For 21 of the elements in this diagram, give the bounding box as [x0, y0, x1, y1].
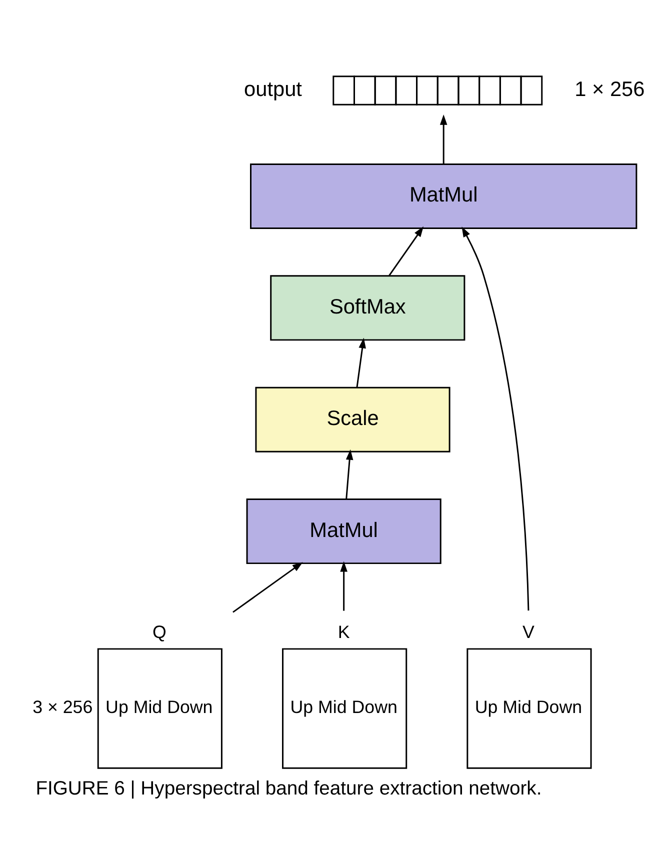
node-label: K	[338, 621, 350, 642]
arrow	[388, 226, 424, 276]
node-label: 1 × 256	[574, 78, 645, 101]
caption: FIGURE 6 | Hyperspectral band feature extraction network.	[36, 777, 542, 800]
node-box: Scale	[255, 386, 450, 452]
node-label: Q	[152, 621, 166, 642]
node-box: SoftMax	[270, 274, 466, 340]
node-box: Up Mid Down	[282, 648, 408, 768]
node-label: 3 × 256	[32, 696, 93, 717]
arrow	[356, 337, 366, 387]
node-label: output	[244, 78, 302, 101]
node-box: Up Mid Down	[466, 648, 592, 768]
node-box: MatMul	[250, 162, 638, 228]
node-box: MatMul	[246, 498, 442, 564]
arrow	[440, 114, 448, 164]
arrow	[346, 448, 354, 499]
node-label: V	[522, 621, 534, 642]
arrow	[232, 562, 303, 612]
arrow	[462, 226, 530, 610]
arrow	[340, 560, 348, 610]
node-box: Up Mid Down	[97, 648, 222, 768]
